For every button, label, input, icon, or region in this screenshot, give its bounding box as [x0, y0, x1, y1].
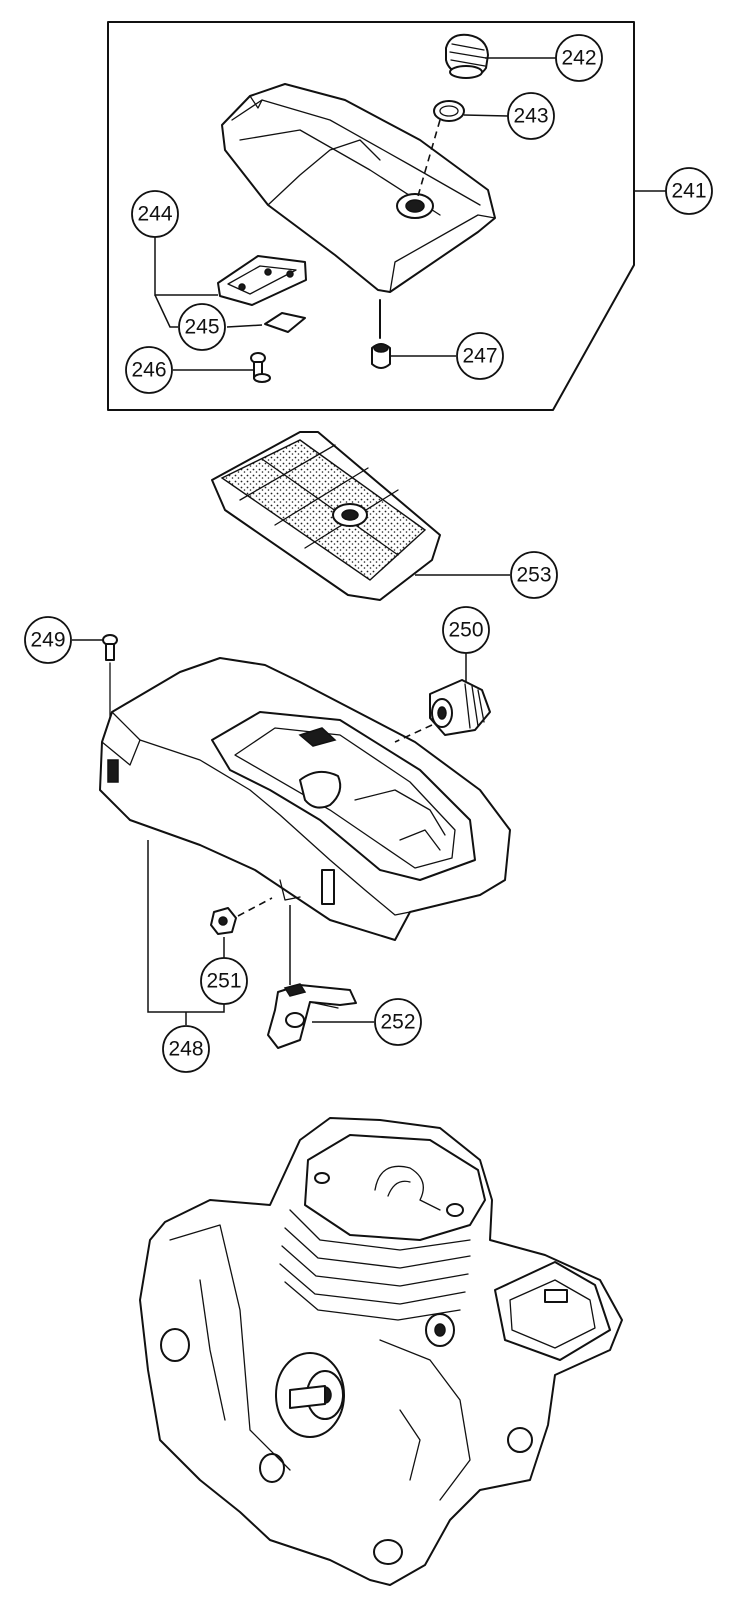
callout-242-label: 242	[561, 47, 596, 70]
callout-250-label: 250	[448, 619, 483, 642]
callout-246-label: 246	[131, 359, 166, 382]
callout-252-label: 252	[380, 1011, 415, 1034]
callout-251-label: 251	[206, 970, 241, 993]
callout-251: 251	[200, 957, 248, 1005]
plug-251-part	[210, 907, 237, 935]
filter-plate-part	[217, 255, 307, 306]
callout-249: 249	[24, 616, 72, 664]
screw-249-part	[102, 634, 118, 661]
callout-244-label: 244	[137, 203, 172, 226]
callout-253: 253	[510, 551, 558, 599]
air-filter-part	[211, 431, 441, 601]
callout-245: 245	[178, 303, 226, 351]
filler-cap-part	[445, 33, 489, 79]
callout-249-label: 249	[30, 629, 65, 652]
screw-246-part	[250, 352, 271, 383]
callout-253-label: 253	[516, 564, 551, 587]
callout-250: 250	[442, 606, 490, 654]
callout-241-label: 241	[671, 180, 706, 203]
callout-246: 246	[125, 346, 173, 394]
callout-241: 241	[665, 167, 713, 215]
callout-244: 244	[131, 190, 179, 238]
callout-247: 247	[456, 332, 504, 380]
shroud-part	[99, 657, 511, 941]
top-cover-part	[221, 83, 496, 293]
callout-245-label: 245	[184, 316, 219, 339]
callout-242: 242	[555, 34, 603, 82]
group-241-boundary	[107, 21, 635, 411]
callout-248-label: 248	[168, 1038, 203, 1061]
callout-243-label: 243	[513, 105, 548, 128]
callout-243: 243	[507, 92, 555, 140]
o-ring-part	[433, 100, 465, 122]
grommet-250-part	[429, 679, 491, 736]
filter-pad-part	[264, 312, 306, 333]
latch-252-part	[267, 983, 357, 1049]
callout-248: 248	[162, 1025, 210, 1073]
sleeve-247-part	[371, 343, 391, 369]
callout-247-label: 247	[462, 345, 497, 368]
engine-crankcase-part	[139, 1117, 623, 1586]
callout-252: 252	[374, 998, 422, 1046]
